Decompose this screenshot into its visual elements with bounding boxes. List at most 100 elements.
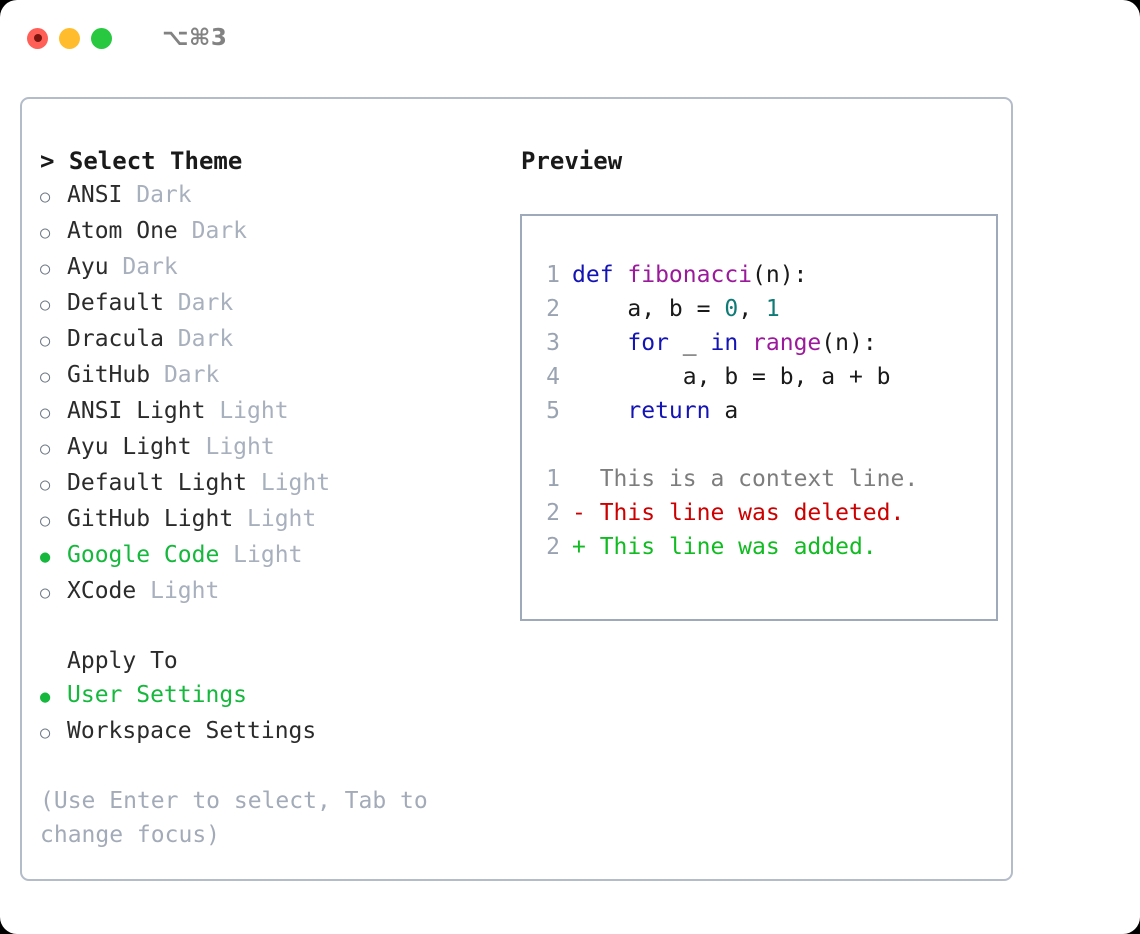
code-line: 1 def fibonacci(n): <box>536 258 996 292</box>
theme-option-label: Ayu Light <box>67 434 192 460</box>
radio-selected-icon: ● <box>40 687 51 707</box>
theme-option-label: Ayu <box>67 254 109 280</box>
code-token-kw: def <box>572 262 628 288</box>
line-number: 2 <box>546 500 560 526</box>
code-token-num: 1 <box>765 296 780 322</box>
theme-list: ○ANSI Dark○Atom One Dark○Ayu Dark○Defaul… <box>40 178 500 610</box>
radio-unselected-icon: ○ <box>40 439 51 459</box>
theme-option-label: Dracula <box>67 326 164 352</box>
theme-option-atom-one[interactable]: ○ Atom One Dark <box>40 214 500 250</box>
diff-text: This is a context line. <box>599 466 919 492</box>
code-token-kw: return <box>572 398 725 424</box>
diff-text: This line was deleted. <box>599 500 905 526</box>
radio-selected-icon: ● <box>40 547 51 567</box>
radio-unselected-icon: ○ <box>40 187 51 207</box>
radio-unselected-icon: ○ <box>40 475 51 495</box>
code-token-txt: (n): <box>821 330 877 356</box>
line-number: 2 <box>546 296 560 322</box>
code-token-txt: _ <box>682 330 711 356</box>
radio-unselected-icon: ○ <box>40 223 51 243</box>
code-diff-separator <box>536 428 996 462</box>
theme-variant-badge: Light <box>233 506 317 532</box>
theme-variant-badge: Light <box>205 398 289 424</box>
keyboard-shortcut-label: ⌥⌘3 <box>162 25 228 51</box>
apply-to-option-user-settings[interactable]: ● User Settings <box>40 678 500 714</box>
theme-variant-badge: Dark <box>122 182 192 208</box>
spacer-bullet: ○ <box>40 644 67 678</box>
diff-text: This line was added. <box>599 534 877 560</box>
theme-option-xcode[interactable]: ○XCode Light <box>40 574 500 610</box>
radio-unselected-icon: ○ <box>40 367 51 387</box>
theme-variant-badge: Dark <box>150 362 220 388</box>
maximize-button[interactable] <box>91 27 112 49</box>
theme-option-ansi[interactable]: ○ ANSI Dark <box>40 178 500 214</box>
theme-option-label: Default Light <box>67 470 248 496</box>
radio-unselected-icon: ○ <box>40 583 51 603</box>
code-token-txt: a, b = b, a + b <box>572 364 891 390</box>
theme-option-ayu-light[interactable]: ○ Ayu Light Light <box>40 430 500 466</box>
keyboard-hint: (Use Enter to select, Tab to change focu… <box>40 788 442 848</box>
code-token-txt: a <box>724 398 739 424</box>
code-token-fn: fibonacci <box>627 262 753 288</box>
title-bar: ⌥⌘3 <box>0 0 1140 76</box>
code-line: 2 a, b = 0, 1 <box>536 292 996 326</box>
theme-variant-badge: Dark <box>163 290 234 316</box>
theme-variant-badge: Light <box>136 578 220 604</box>
apply-to-option-workspace-settings[interactable]: ○Workspace Settings <box>40 714 500 750</box>
theme-list-heading: > Select Theme <box>40 144 500 178</box>
code-line: 4 a, b = b, a + b <box>536 360 996 394</box>
theme-variant-badge: Dark <box>108 254 178 280</box>
theme-variant-badge: Dark <box>163 326 234 352</box>
code-line: 3 for _ in range(n): <box>536 326 996 360</box>
theme-variant-badge: Dark <box>177 218 248 244</box>
diff-sample: 1 This is a context line.2- This line wa… <box>536 462 996 564</box>
diff-marker <box>572 462 600 496</box>
line-number: 4 <box>546 364 560 390</box>
theme-option-ayu[interactable]: ○Ayu Dark <box>40 250 500 286</box>
close-button[interactable] <box>27 27 48 49</box>
theme-option-label: ANSI <box>67 182 123 208</box>
theme-option-label: GitHub Light <box>67 506 234 532</box>
theme-option-label: Google Code <box>67 542 220 568</box>
apply-to-list: ● User Settings ○Workspace Settings <box>40 678 500 750</box>
code-token-fn: range <box>752 330 822 356</box>
diff-line-add: 2 + This line was added. <box>536 530 996 564</box>
code-token-txt: a, b = <box>572 296 725 322</box>
line-number: 1 <box>546 262 560 288</box>
radio-unselected-icon: ○ <box>40 403 51 423</box>
heading-prompt-prefix: > <box>40 147 69 175</box>
theme-option-google-code[interactable]: ●Google Code Light <box>40 538 500 574</box>
apply-to-heading: Apply To <box>67 648 178 674</box>
radio-unselected-icon: ○ <box>40 723 51 743</box>
theme-option-label: Default <box>67 290 164 316</box>
code-token-kw: for <box>572 330 683 356</box>
theme-variant-badge: Light <box>191 434 275 460</box>
theme-option-label: GitHub <box>67 362 151 388</box>
theme-option-github-light[interactable]: ○GitHub Light Light <box>40 502 500 538</box>
radio-unselected-icon: ○ <box>40 331 51 351</box>
apply-to-option-label: User Settings <box>67 682 248 708</box>
diff-marker: + <box>572 534 600 560</box>
line-number: 2 <box>546 534 560 560</box>
theme-option-default-light[interactable]: ○Default Light Light <box>40 466 500 502</box>
theme-option-ansi-light[interactable]: ○ ANSI Light Light <box>40 394 500 430</box>
theme-option-label: Atom One <box>67 218 178 244</box>
theme-option-dracula[interactable]: ○ Dracula Dark <box>40 322 500 358</box>
code-token-num: 0 <box>724 296 739 322</box>
theme-option-label: ANSI Light <box>67 398 206 424</box>
minimize-button[interactable] <box>59 27 80 49</box>
theme-option-default[interactable]: ○Default Dark <box>40 286 500 322</box>
theme-option-github[interactable]: ○ GitHub Dark <box>40 358 500 394</box>
diff-line-del: 2- This line was deleted. <box>536 496 996 530</box>
code-token-txt: , <box>738 296 766 322</box>
apply-to-heading-row: ○ Apply To <box>40 644 500 678</box>
code-token-txt: (n): <box>752 262 808 288</box>
preview-title: Preview <box>521 147 623 175</box>
page-title: Select Theme <box>68 147 243 175</box>
diff-marker: - <box>572 500 600 526</box>
line-number: 3 <box>546 330 560 356</box>
